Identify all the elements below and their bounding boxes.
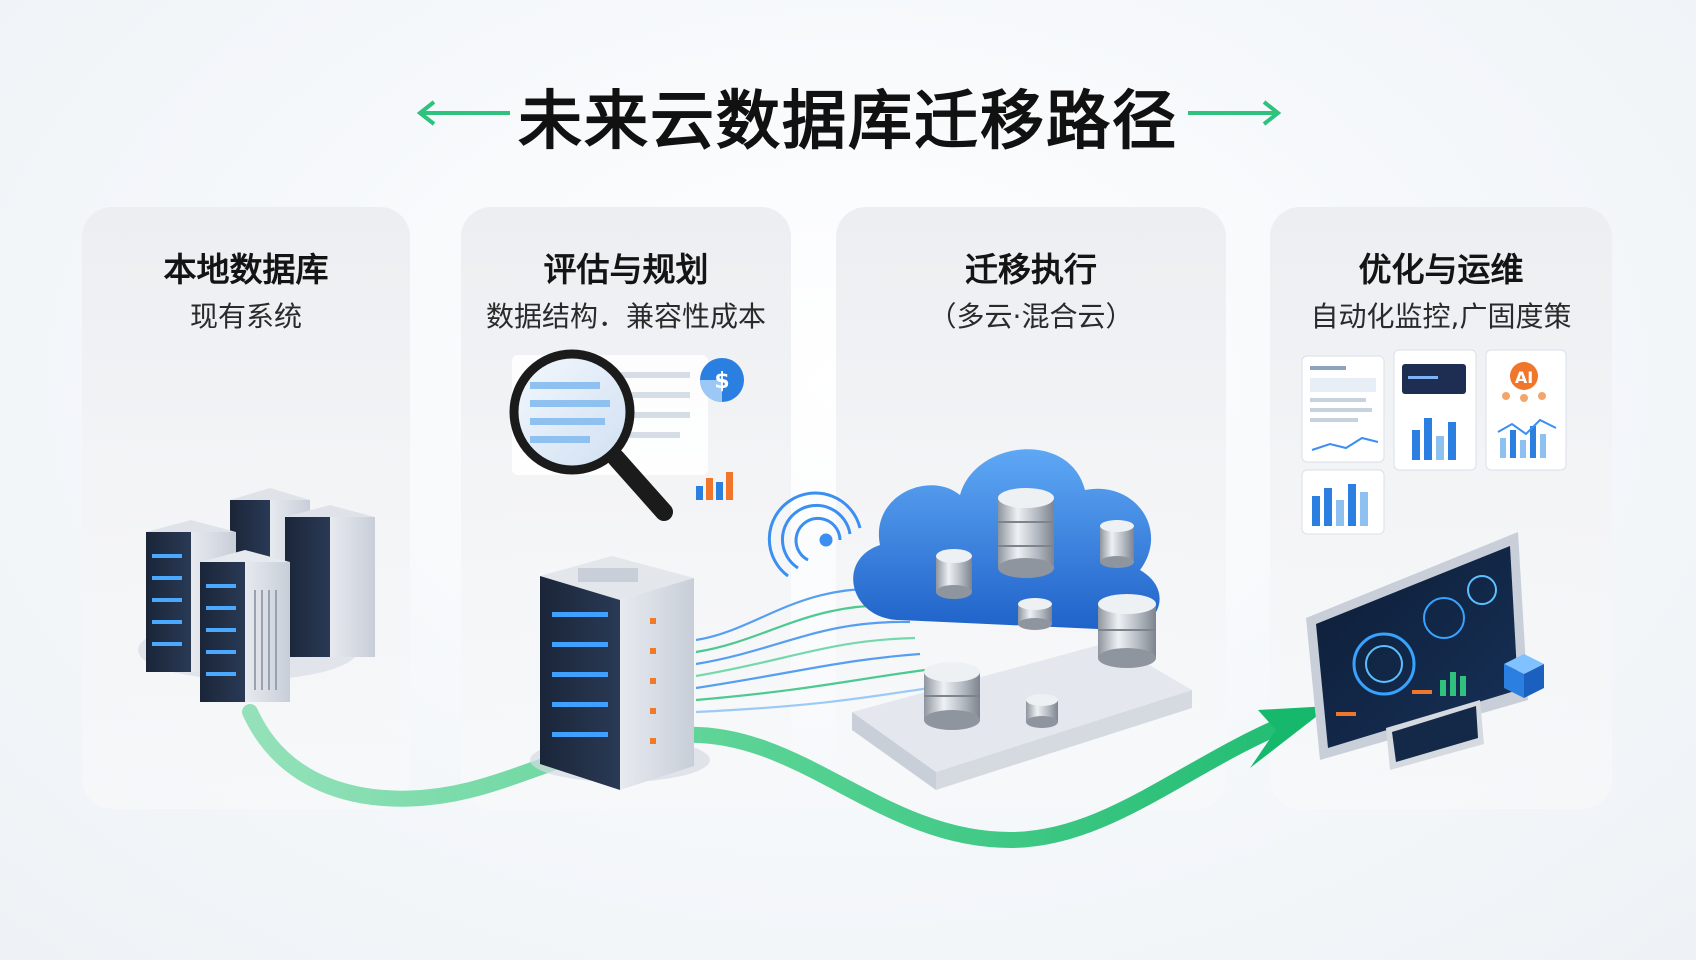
dashboard-card <box>1301 355 1385 463</box>
database-cylinder <box>936 549 972 599</box>
page-title: 未来云数据库迁移路径 <box>518 85 1178 159</box>
stage-subtitle: （多云·混合云） <box>928 300 1134 333</box>
magnifier-icon <box>509 349 708 521</box>
stage-subtitle: 自动化监控,广固度策 <box>1310 300 1572 333</box>
dashboard-card: AI <box>1485 349 1567 471</box>
monitor-icon <box>1306 532 1528 770</box>
dashboard-card <box>1301 469 1385 535</box>
cube-icon <box>1504 654 1544 698</box>
database-cylinder <box>1018 598 1052 630</box>
server-tower-icon <box>530 556 710 790</box>
ai-badge-icon: AI <box>1510 362 1538 390</box>
svg-text:$: $ <box>714 369 729 394</box>
arrow-right-icon <box>1188 100 1282 126</box>
title-row: 未来云数据库迁移路径 <box>0 62 1696 162</box>
arrow-left-icon <box>416 100 510 126</box>
cloud-database-icon <box>852 449 1192 790</box>
signal-icon <box>767 491 862 578</box>
migration-path <box>242 704 1308 849</box>
ai-badge-label: AI <box>1515 368 1533 387</box>
stage-title: 评估与规划 <box>543 250 709 289</box>
stage-title: 优化与运维 <box>1358 250 1524 289</box>
dashboard-card <box>1393 349 1477 471</box>
dashboard-cards: AI <box>1301 349 1567 535</box>
bar-chart-icon <box>696 472 733 500</box>
server-cluster-icon <box>138 488 375 702</box>
database-cylinder <box>924 662 980 730</box>
path-arrowhead <box>1250 706 1330 768</box>
stage-title: 本地数据库 <box>163 250 329 289</box>
database-cylinder <box>1098 594 1156 668</box>
database-cylinder <box>1100 520 1134 568</box>
stage-subtitle: 现有系统 <box>189 300 302 333</box>
dollar-icon: $ <box>700 358 744 402</box>
database-cylinder <box>1026 694 1058 728</box>
database-cylinder <box>998 488 1054 578</box>
stage-subtitle: 数据结构．兼容性成本 <box>485 300 766 333</box>
stage-title: 迁移执行 <box>965 250 1097 289</box>
